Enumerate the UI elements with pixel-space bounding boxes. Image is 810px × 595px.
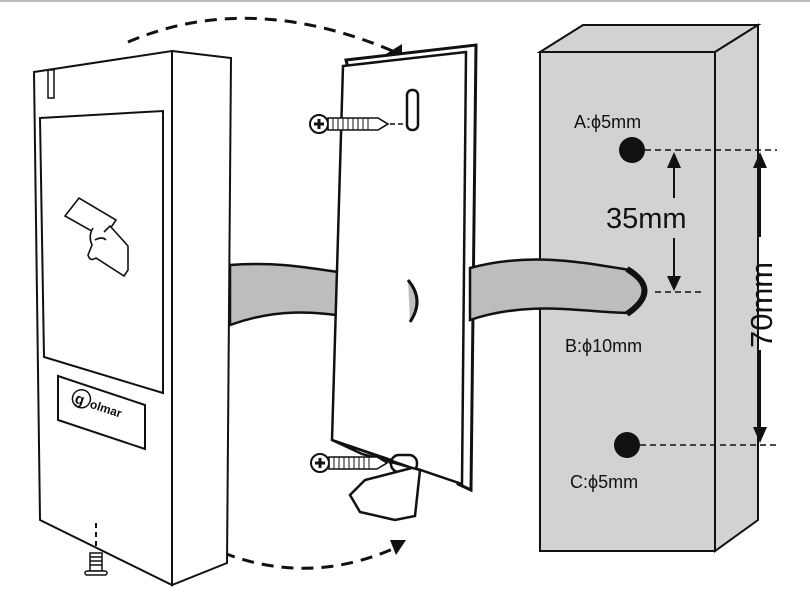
card-reader-device: g olmar [32, 49, 233, 587]
bottom-screw-icon [84, 552, 108, 576]
hole-c-label: C:ϕ5mm [570, 472, 638, 492]
distance-ab-label: 35mm [606, 203, 687, 235]
hole-b [625, 266, 648, 317]
top-border [0, 0, 810, 2]
lower-screw-icon [310, 453, 394, 473]
distance-ac-label: 70mm [744, 262, 779, 348]
bottom-arrowhead [390, 540, 406, 555]
upper-slot [405, 88, 420, 132]
top-screw-icon [309, 114, 407, 134]
hole-a [619, 137, 645, 163]
clip-tab [331, 438, 422, 522]
top-dashed-arrow [127, 16, 396, 54]
bottom-dashed-arrow [204, 543, 396, 570]
hole-b-label: B:ϕ10mm [565, 336, 642, 356]
logo-plate [57, 374, 146, 451]
mounting-plate [330, 43, 478, 522]
card-hand-icon [63, 196, 129, 278]
hole-c [614, 432, 640, 458]
hole-a-label: A:ϕ5mm [574, 112, 641, 132]
led-slot [47, 69, 55, 99]
